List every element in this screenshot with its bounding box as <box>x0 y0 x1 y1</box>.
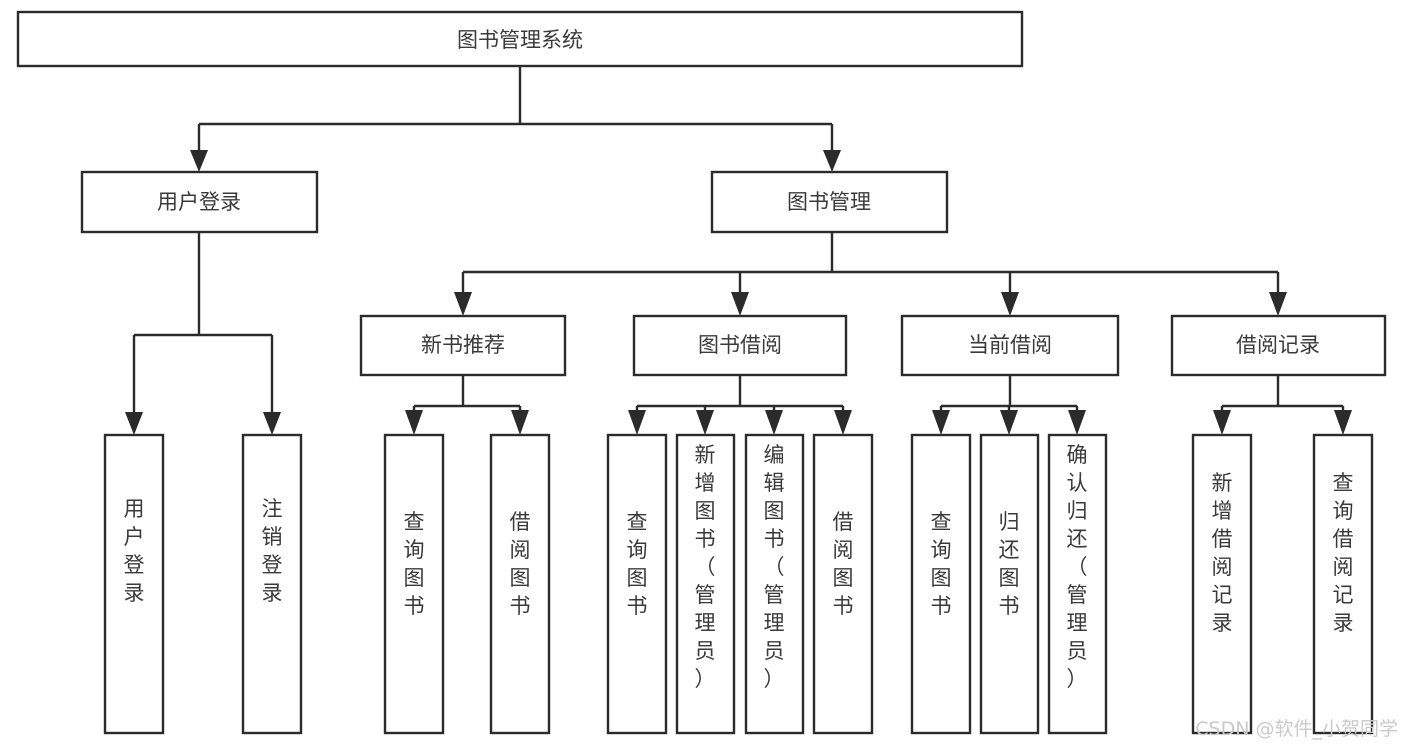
arrow-newbook-c2 <box>511 410 529 435</box>
node-root-box[interactable] <box>16 10 1024 68</box>
arrow-bookborrow-c1 <box>628 410 646 435</box>
node-user-login[interactable]: 用户登录 <box>80 170 319 234</box>
node-current-borrow-label: 当前借阅 <box>968 333 1052 357</box>
node-root[interactable]: 图书管理系统 <box>16 10 1024 68</box>
arrow-currentborrow-c2 <box>1000 410 1018 435</box>
node-book-borrow-box[interactable] <box>632 314 848 377</box>
node-leaf-query-record-label: 查询借阅记录 <box>1333 471 1354 635</box>
node-leaf-query-book-1-label: 查询图书 <box>404 510 425 618</box>
node-book-borrow[interactable]: 图书借阅 <box>632 314 848 377</box>
node-leaf-edit-book[interactable]: 编辑图书（管理员） <box>744 433 805 735</box>
arrow-currentborrow-c1 <box>932 410 950 435</box>
node-leaf-borrow-book-1-label: 借阅图书 <box>510 510 531 618</box>
arrow-currentborrow-c3 <box>1068 410 1086 435</box>
arrow-bookborrow-c3 <box>765 410 783 435</box>
node-leaf-add-record-box[interactable] <box>1191 433 1253 735</box>
watermark-label: CSDN @软件_小贺同学 <box>1195 718 1398 740</box>
node-leaf-query-book-2-box[interactable] <box>606 433 668 735</box>
node-leaf-query-book-1[interactable]: 查询图书 <box>383 433 445 735</box>
node-leaf-return-book-label: 归还图书 <box>999 510 1020 618</box>
node-leaf-logout-box[interactable] <box>241 433 303 735</box>
arrow-root-user-login <box>190 150 208 172</box>
node-current-borrow[interactable]: 当前借阅 <box>900 314 1120 377</box>
node-new-book-rec[interactable]: 新书推荐 <box>359 314 567 377</box>
node-book-manage-label: 图书管理 <box>787 190 871 214</box>
node-leaf-user-login-box[interactable] <box>103 433 165 735</box>
node-leaf-query-book-1-box[interactable] <box>383 433 445 735</box>
node-leaf-borrow-book-1[interactable]: 借阅图书 <box>489 433 551 735</box>
node-leaf-return-book[interactable]: 归还图书 <box>979 433 1040 735</box>
node-leaf-user-login-label: 用户登录 <box>124 497 145 605</box>
node-user-login-label: 用户登录 <box>157 190 241 214</box>
node-leaf-borrow-book-2-label: 借阅图书 <box>833 510 854 618</box>
arrow-bookmanage-c3 <box>1001 292 1019 316</box>
arrow-bookborrow-c4 <box>834 410 852 435</box>
arrow-userlogin-c2 <box>263 412 281 435</box>
arrow-bookmanage-c1 <box>454 292 472 316</box>
node-borrow-record-box[interactable] <box>1170 314 1387 377</box>
node-leaf-logout[interactable]: 注销登录 <box>241 433 303 735</box>
node-leaf-return-book-box[interactable] <box>979 433 1040 735</box>
node-leaf-edit-book-label: 编辑图书（管理员） <box>764 443 785 691</box>
node-leaf-confirm-return-label: 确认归还（管理员） <box>1067 443 1088 691</box>
node-leaf-query-book-3[interactable]: 查询图书 <box>910 433 972 735</box>
node-book-manage-box[interactable] <box>710 170 949 234</box>
node-leaf-add-book-box[interactable] <box>675 433 736 735</box>
node-leaf-borrow-book-1-box[interactable] <box>489 433 551 735</box>
node-leaf-query-book-3-box[interactable] <box>910 433 972 735</box>
node-leaf-borrow-book-2[interactable]: 借阅图书 <box>812 433 874 735</box>
node-leaf-query-record-box[interactable] <box>1312 433 1374 735</box>
arrow-newbook-c1 <box>405 410 423 435</box>
node-leaf-edit-book-box[interactable] <box>744 433 805 735</box>
node-leaf-confirm-return[interactable]: 确认归还（管理员） <box>1047 433 1108 735</box>
node-leaf-confirm-return-box[interactable] <box>1047 433 1108 735</box>
node-leaf-user-login[interactable]: 用户登录 <box>103 433 165 735</box>
node-leaf-add-record[interactable]: 新增借阅记录 <box>1191 433 1253 735</box>
node-leaf-borrow-book-2-box[interactable] <box>812 433 874 735</box>
node-borrow-record[interactable]: 借阅记录 <box>1170 314 1387 377</box>
arrow-bookmanage-c2 <box>731 292 749 316</box>
node-leaf-query-book-2-label: 查询图书 <box>627 510 648 618</box>
node-leaf-logout-label: 注销登录 <box>262 497 283 605</box>
node-book-manage[interactable]: 图书管理 <box>710 170 949 234</box>
arrow-borrowrecord-c2 <box>1334 410 1352 435</box>
arrow-bookmanage-c4 <box>1269 292 1287 316</box>
node-user-login-box[interactable] <box>80 170 319 234</box>
node-leaf-add-book-label: 新增图书（管理员） <box>695 443 716 691</box>
node-leaf-query-book-2[interactable]: 查询图书 <box>606 433 668 735</box>
arrow-root-book-manage <box>823 150 841 172</box>
node-new-book-rec-box[interactable] <box>359 314 567 377</box>
node-leaf-query-record[interactable]: 查询借阅记录 <box>1312 433 1374 735</box>
node-leaf-query-book-3-label: 查询图书 <box>931 510 952 618</box>
node-current-borrow-box[interactable] <box>900 314 1120 377</box>
arrow-bookborrow-c2 <box>696 410 714 435</box>
node-book-borrow-label: 图书借阅 <box>698 333 782 357</box>
node-leaf-add-book[interactable]: 新增图书（管理员） <box>675 433 736 735</box>
arrow-userlogin-c1 <box>125 412 143 435</box>
node-leaf-add-record-label: 新增借阅记录 <box>1212 471 1233 635</box>
node-new-book-rec-label: 新书推荐 <box>421 333 505 357</box>
connector-layer <box>125 66 1352 435</box>
node-root-label: 图书管理系统 <box>457 28 583 52</box>
arrow-borrowrecord-c1 <box>1213 410 1231 435</box>
node-borrow-record-label: 借阅记录 <box>1236 333 1320 357</box>
